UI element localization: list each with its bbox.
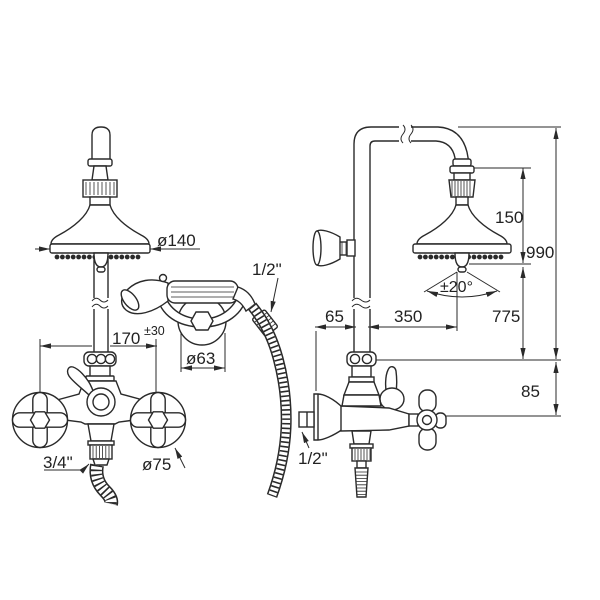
dim-outlet-distance: 85 [521, 362, 559, 415]
dim-holder-diameter: ø63 [180, 333, 226, 372]
front-riser-pipe [91, 256, 109, 352]
front-shower-head [49, 126, 151, 273]
dim-wall-distance: 65 [315, 307, 356, 391]
dim-head-diameter: ø140 [35, 231, 200, 252]
label-handle-diameter: ø75 [142, 455, 171, 474]
dim-total-height: 990 [526, 128, 559, 359]
dim-column-height: 775 [492, 267, 526, 359]
wall-flange [313, 393, 344, 441]
pipe-break-symbol [91, 297, 109, 309]
dim-handle-diameter: ø75 [142, 447, 186, 474]
label-wall-connection: 1/2" [298, 449, 328, 468]
dim-head-projection: 350 [368, 272, 458, 331]
pipe-break-symbol-vertical [351, 297, 371, 309]
side-riser-pipe [351, 124, 470, 352]
label-column-height: 775 [492, 307, 520, 326]
holder-nut [190, 311, 214, 331]
label-head-height: 150 [495, 208, 523, 227]
dim-head-height: 150 [495, 168, 526, 263]
front-view: 170 ±30 ø140 [11, 126, 292, 506]
side-valve [298, 351, 447, 498]
cross-handle-right [129, 391, 187, 449]
pipe-break-symbol-horizontal [400, 124, 414, 144]
label-handshower-connection: 1/2" [252, 260, 282, 279]
side-view: ±20° 150 775 990 85 65 350 [298, 124, 561, 498]
diverter-lever [66, 366, 95, 396]
label-wall-distance: 65 [325, 307, 344, 326]
handshower-assembly [120, 273, 292, 498]
label-holder-diameter: ø63 [186, 349, 215, 368]
dim-wall-connection: 1/2" [298, 431, 328, 468]
handshower-button [158, 273, 168, 283]
label-centers-distance: 170 [112, 329, 140, 348]
label-head-projection: 350 [394, 307, 422, 326]
label-inlet-connection: 3/4" [43, 453, 73, 472]
label-spray-angle: ±20° [440, 279, 473, 296]
cross-handle-side [408, 389, 447, 451]
cross-handle-left [11, 391, 69, 449]
side-shower-head [412, 158, 512, 273]
label-head-diameter: ø140 [157, 231, 196, 250]
label-centers-tolerance: ±30 [144, 324, 165, 338]
dim-centers-distance: 170 ±30 [39, 324, 165, 392]
dim-handshower-connection: 1/2" [252, 260, 282, 313]
front-mixer [11, 351, 187, 506]
label-outlet-distance: 85 [521, 382, 540, 401]
handshower-hose [247, 302, 292, 498]
valve-barrel [340, 405, 410, 432]
dim-spray-angle: ±20° [423, 271, 501, 298]
label-total-height: 990 [526, 243, 554, 262]
wall-bracket [312, 229, 356, 267]
outlet-hose [89, 463, 119, 506]
dim-inlet-connection: 3/4" [43, 453, 90, 474]
